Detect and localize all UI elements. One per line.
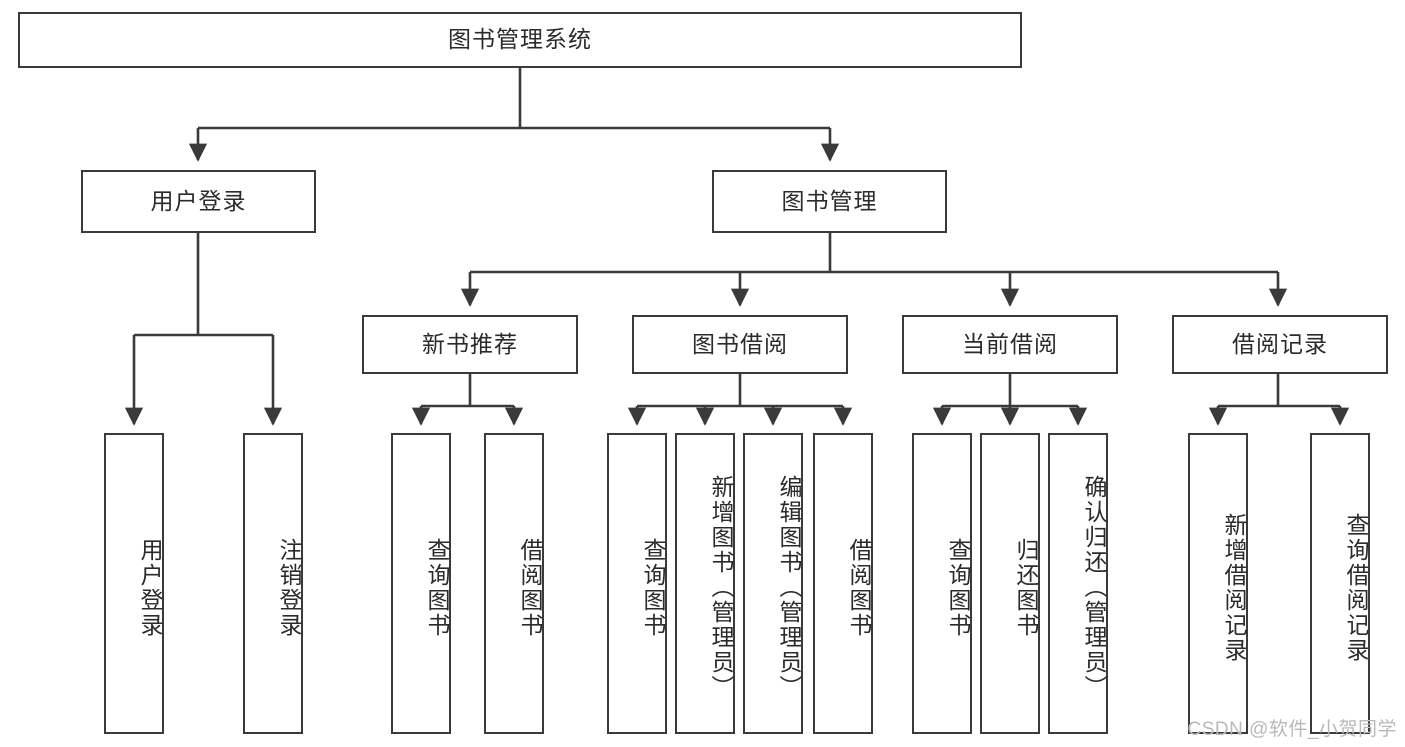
leaf-label: 确认归还（管理员） [1081,475,1107,700]
leaf-label: 查询图书 [945,537,971,638]
node-new-book-recommend[interactable]: 新书推荐 [362,315,578,374]
leaf-add-record[interactable]: 新增借阅记录 [1188,433,1248,734]
leaf-label: 用户登录 [137,537,163,638]
leaf-label: 查询图书 [424,537,450,638]
leaf-label: 借阅图书 [846,537,872,638]
leaf-label: 新增图书（管理员） [708,475,734,700]
watermark-text: CSDN @软件_小贺同学 [1187,719,1397,740]
leaf-query-book-3[interactable]: 查询图书 [912,433,972,734]
leaf-label: 查询借阅记录 [1343,512,1369,663]
leaf-logout-login[interactable]: 注销登录 [243,433,303,734]
node-book-borrow[interactable]: 图书借阅 [632,315,848,374]
node-book-management[interactable]: 图书管理 [712,170,947,233]
node-borrow-record[interactable]: 借阅记录 [1172,315,1388,374]
leaf-label: 编辑图书（管理员） [776,475,802,700]
leaf-label: 借阅图书 [517,537,543,638]
leaf-query-book-2[interactable]: 查询图书 [607,433,667,734]
leaf-user-login[interactable]: 用户登录 [104,433,164,734]
leaf-edit-book[interactable]: 编辑图书（管理员） [743,433,803,734]
leaf-label: 新增借阅记录 [1221,512,1247,663]
leaf-label: 注销登录 [276,537,302,638]
leaf-borrow-book-2[interactable]: 借阅图书 [813,433,873,734]
leaf-return-book[interactable]: 归还图书 [980,433,1040,734]
leaf-label: 查询图书 [640,537,666,638]
node-user-login[interactable]: 用户登录 [81,170,316,233]
leaf-query-record[interactable]: 查询借阅记录 [1310,433,1370,734]
node-root-system[interactable]: 图书管理系统 [18,12,1022,68]
node-current-borrow[interactable]: 当前借阅 [902,315,1118,374]
leaf-confirm-return[interactable]: 确认归还（管理员） [1048,433,1108,734]
leaf-borrow-book-1[interactable]: 借阅图书 [484,433,544,734]
leaf-add-book[interactable]: 新增图书（管理员） [675,433,735,734]
leaf-query-book-1[interactable]: 查询图书 [391,433,451,734]
leaf-label: 归还图书 [1013,537,1039,638]
